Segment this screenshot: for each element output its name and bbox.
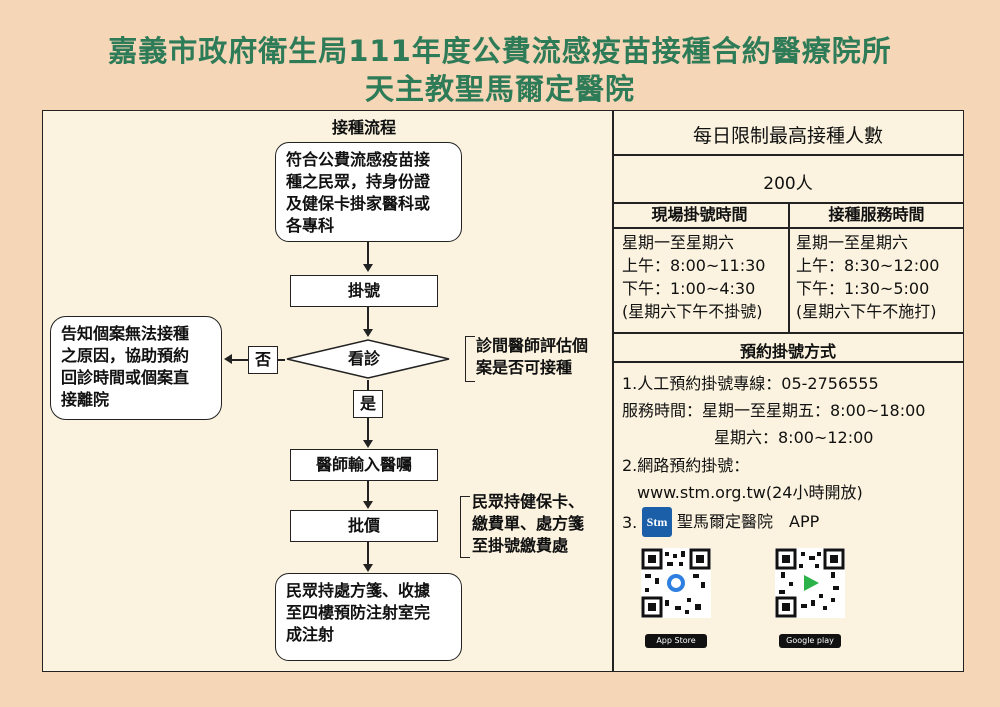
qr-code-appstore-icon[interactable] xyxy=(641,548,711,618)
reserve-website: www.stm.org.tw(24小時開放) xyxy=(637,483,863,502)
reserve-online: 2.網路預約掛號： xyxy=(622,456,750,475)
connector xyxy=(367,307,369,329)
connector xyxy=(367,418,369,440)
decision-note: 診間醫師評估個案是否可接種 xyxy=(476,336,589,377)
reserve-heading: 預約掛號方式 xyxy=(739,342,836,361)
yes-label: 是 xyxy=(353,390,383,418)
limit-value: 200人 xyxy=(763,174,813,194)
reserve-app-number: 3. xyxy=(622,513,638,532)
row-divider xyxy=(612,154,964,156)
decision-label: 看診 xyxy=(348,349,381,368)
arrow-down-icon xyxy=(363,564,373,572)
row-divider xyxy=(612,361,964,363)
connector xyxy=(367,481,369,501)
payment-note: 民眾持健保卡、繳費單、處方箋至掛號繳費處 xyxy=(472,492,585,555)
reserve-phone: 1.人工預約掛號專線：05-2756555 xyxy=(622,374,879,393)
arrow-left-icon xyxy=(224,354,232,364)
step-doctor-order: 醫師輸入醫囑 xyxy=(290,449,438,481)
googleplay-badge[interactable]: Google play xyxy=(779,634,841,648)
row-divider xyxy=(612,332,964,334)
limit-heading: 每日限制最高接種人數 xyxy=(692,125,883,147)
reserve-app-name: 聖馬爾定醫院 APP xyxy=(677,512,820,531)
arrow-down-icon xyxy=(363,264,373,272)
hospital-name: 天主教聖馬爾定醫院 xyxy=(364,72,635,106)
step-registration: 掛號 xyxy=(290,275,438,307)
col-divider xyxy=(788,202,790,332)
col1-head: 現場掛號時間 xyxy=(651,205,748,224)
row-divider xyxy=(612,227,964,229)
page-title: 嘉義市政府衛生局111年度公費流感疫苗接種合約醫療院所 xyxy=(108,34,892,68)
step-payment: 批價 xyxy=(290,510,438,542)
arrow-down-icon xyxy=(363,501,373,509)
panel-divider xyxy=(612,110,614,672)
note-bracket xyxy=(465,336,475,382)
reserve-saturday-hours: 星期六：8:00~12:00 xyxy=(714,428,874,447)
connector xyxy=(367,242,369,264)
arrow-down-icon xyxy=(363,329,373,337)
step-injection: 民眾持處方箋、收據至四樓預防注射室完成注射 xyxy=(275,573,462,661)
connector xyxy=(367,542,369,564)
flow-heading: 接種流程 xyxy=(332,118,397,137)
no-result-box: 告知個案無法接種之原因，協助預約回診時間或個案直接離院 xyxy=(50,316,222,420)
note-bracket xyxy=(460,496,470,558)
qr-code-googleplay-icon[interactable] xyxy=(775,548,845,618)
appstore-badge[interactable]: App Store xyxy=(645,634,707,648)
no-label: 否 xyxy=(248,346,278,374)
connector xyxy=(367,380,369,390)
decision-diamond xyxy=(286,339,450,379)
col2-head: 接種服務時間 xyxy=(828,205,925,224)
arrow-down-icon xyxy=(363,440,373,448)
reserve-service-hours: 服務時間：星期一至星期五：8:00~18:00 xyxy=(622,401,926,420)
hospital-logo-icon: Stm xyxy=(642,507,672,537)
step-eligibility: 符合公費流感疫苗接種之民眾，持身份證及健保卡掛家醫科或各專科 xyxy=(275,142,462,242)
